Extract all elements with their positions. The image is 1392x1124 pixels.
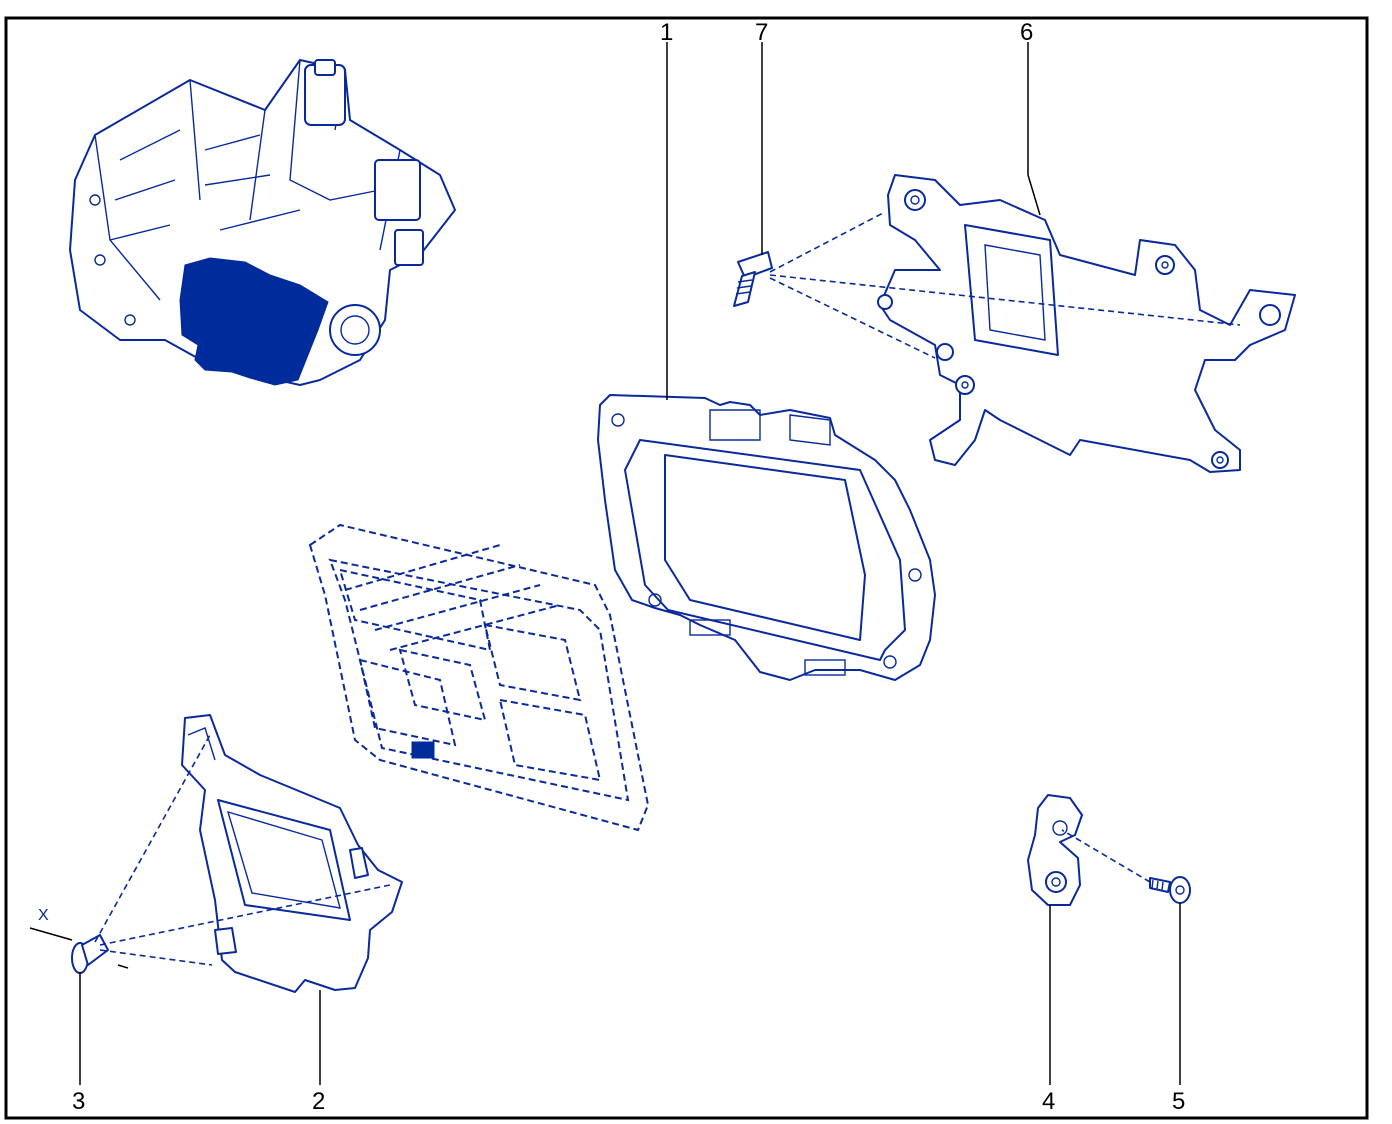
board-connector — [411, 741, 435, 759]
gearbox-assembly — [69, 59, 456, 386]
gearbox-control-module-highlight — [179, 257, 329, 386]
part-7-bolt — [733, 251, 773, 307]
control-unit-board-ghost — [308, 523, 650, 832]
assembly-lines — [29, 211, 1241, 969]
callout-7: 7 — [755, 19, 768, 46]
callout-3: 3 — [72, 1088, 85, 1115]
part-4-small-bracket — [1027, 794, 1083, 906]
callout-4: 4 — [1042, 1088, 1055, 1115]
part-3-screw — [71, 934, 109, 974]
leader-lines — [79, 42, 1181, 1085]
callout-2: 2 — [312, 1088, 325, 1115]
x-marker-label: X — [38, 907, 49, 924]
part-6-bracket — [877, 174, 1296, 473]
callout-6: 6 — [1020, 19, 1033, 46]
callout-5: 5 — [1172, 1088, 1185, 1115]
callout-1: 1 — [660, 19, 673, 46]
part-2-lower-bracket — [181, 714, 403, 993]
part-1-housing — [597, 394, 936, 681]
